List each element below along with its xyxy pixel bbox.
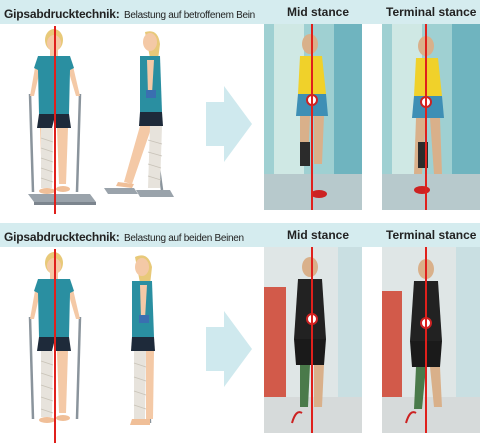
row-1-title: Gipsabdrucktechnik: Belastung auf betrof… — [4, 5, 255, 23]
header-band-row-1: Gipsabdrucktechnik: Belastung auf betrof… — [0, 0, 480, 24]
row-1-terminal-stance-label: Terminal stance — [386, 5, 477, 19]
side-figure-row-2 — [130, 255, 155, 425]
row-2-terminal-stance-photo — [382, 247, 480, 433]
row-2-photos — [264, 247, 480, 433]
row-1-loading: Belastung auf betroffenem Bein — [124, 10, 255, 21]
side-figure-row-1 — [104, 31, 174, 197]
row-2-loading: Belastung auf beiden Beinen — [124, 233, 244, 244]
row-1-illustrations — [0, 24, 262, 220]
row-2-technique: Gipsabdrucktechnik: — [4, 230, 120, 244]
row-2-terminal-stance-label: Terminal stance — [386, 228, 477, 242]
front-figure-row-2 — [28, 249, 82, 443]
row-2-illustrations — [0, 247, 262, 445]
row-1-mid-stance-photo — [264, 24, 362, 210]
front-figure-row-1 — [28, 26, 96, 214]
row-1-terminal-stance-photo — [382, 24, 480, 210]
row-1-photos — [264, 24, 480, 210]
arrow-icon — [206, 311, 252, 387]
arrow-icon — [206, 86, 252, 162]
row-1-mid-stance-label: Mid stance — [287, 5, 350, 19]
row-2-title: Gipsabdrucktechnik: Belastung auf beiden… — [4, 228, 244, 246]
row-2-mid-stance-label: Mid stance — [287, 228, 350, 242]
header-band-row-2: Gipsabdrucktechnik: Belastung auf beiden… — [0, 223, 480, 247]
row-1-technique: Gipsabdrucktechnik: — [4, 7, 120, 21]
row-2-mid-stance-photo — [264, 247, 362, 433]
